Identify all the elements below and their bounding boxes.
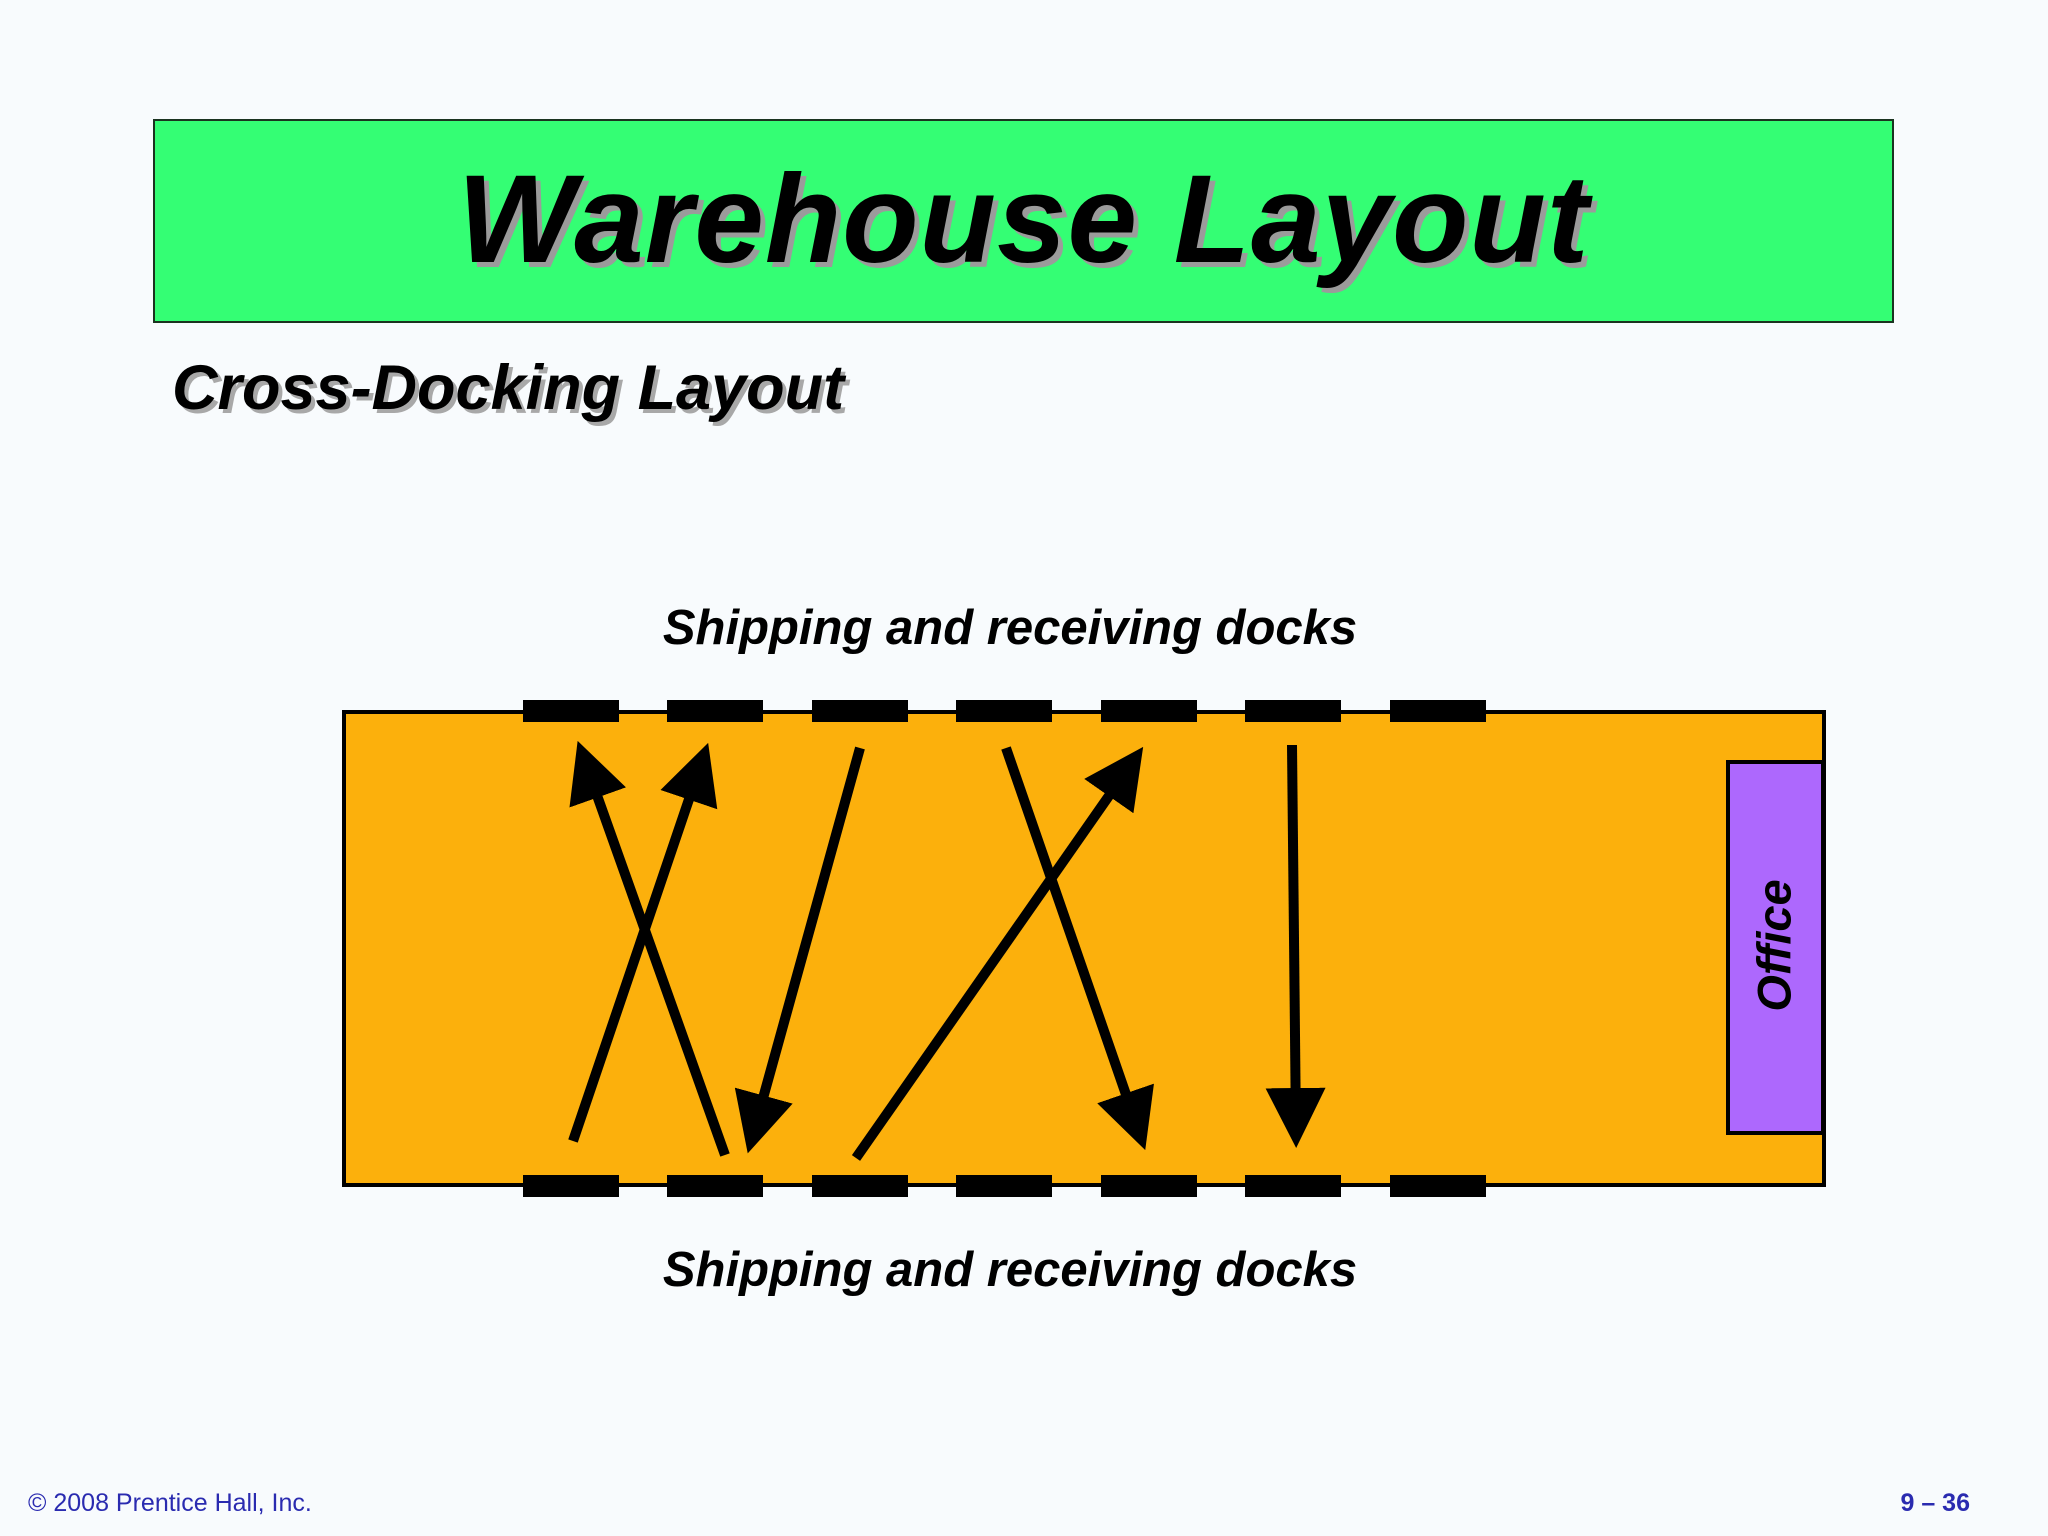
flow-arrows (568, 740, 1326, 1161)
office-label: Office (1747, 878, 1801, 1012)
slide-title: Warehouse Layout (457, 149, 1590, 289)
dock-bottom-5 (1101, 1175, 1197, 1197)
dock-bottom-4 (956, 1175, 1052, 1197)
title-banner: Warehouse Layout (153, 119, 1894, 323)
flow-arrow-1 (568, 742, 718, 1143)
dock-bottom-2 (667, 1175, 763, 1197)
bottom-docks-label: Shipping and receiving docks (662, 1243, 1358, 1297)
dock-top-7 (1390, 700, 1486, 722)
warehouse-floor (342, 710, 1826, 1187)
office-room (1726, 760, 1825, 1135)
copyright-text: © 2008 Prentice Hall, Inc. (28, 1489, 312, 1517)
dock-top-3 (812, 700, 908, 722)
dock-bottom-1 (523, 1175, 619, 1197)
dock-bottom-7 (1390, 1175, 1486, 1197)
office-label-box: Office (1726, 760, 1822, 1130)
flow-arrow-2 (569, 740, 730, 1157)
dock-top-5 (1101, 700, 1197, 722)
dock-top-1 (523, 700, 619, 722)
dock-top-2 (667, 700, 763, 722)
flow-arrow-3 (734, 746, 865, 1154)
dock-bottom-3 (812, 1175, 908, 1197)
bottom-docks (523, 1175, 1486, 1197)
flow-arrow-6 (1265, 744, 1326, 1148)
top-docks (523, 700, 1486, 722)
dock-top-6 (1245, 700, 1341, 722)
slide-subtitle: Cross-Docking Layout (172, 353, 845, 423)
top-docks-label: Shipping and receiving docks (662, 601, 1358, 655)
dock-bottom-6 (1245, 1175, 1341, 1197)
dock-top-4 (956, 700, 1052, 722)
flow-arrow-4 (851, 746, 1144, 1161)
flow-arrow-5 (1001, 746, 1154, 1151)
page-number: 9 – 36 (1900, 1489, 1970, 1517)
